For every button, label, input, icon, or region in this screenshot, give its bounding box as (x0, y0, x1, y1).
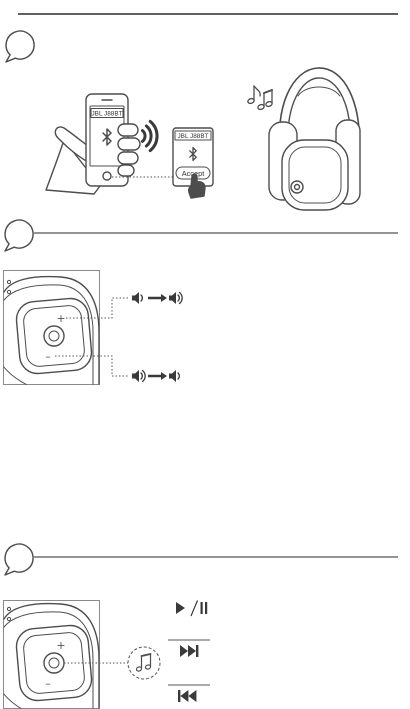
hinge-screw (7, 617, 10, 620)
hinge-screw (7, 280, 10, 283)
step-1-speech-bubble-icon (6, 31, 34, 62)
hand-finger (118, 165, 134, 176)
volume-up-mark: + (56, 312, 65, 325)
hinge-screw (7, 290, 10, 293)
step-2-speech-bubble-icon (5, 220, 33, 251)
phone-screen-label: JBL J88BT (91, 111, 122, 118)
headband-cushion (298, 87, 340, 96)
play-pause-icon (176, 601, 207, 617)
popup-device-label: JBL J88BT (177, 133, 208, 140)
hinge-screw (7, 607, 10, 610)
arrow-right-icon (148, 294, 167, 302)
volume-increase-indicator (132, 292, 182, 304)
hand-finger (118, 152, 138, 164)
signal-waves-icon (143, 121, 158, 150)
speaker-high-icon (169, 292, 182, 304)
speaker-low-icon (132, 292, 142, 304)
earcup-button-center (295, 185, 300, 190)
phone-home-button (103, 172, 111, 180)
arrow-right-icon (148, 372, 167, 380)
front-earcup-plate (289, 147, 341, 203)
step-3-speech-bubble-icon (5, 544, 33, 575)
headphones-illustration (269, 68, 360, 210)
hand-finger (118, 124, 138, 136)
hand-finger (118, 138, 140, 150)
volume-decrease-indicator (132, 370, 179, 382)
center-button-core (49, 331, 59, 341)
music-notes-icon (247, 86, 273, 110)
volume-up-mark: + (56, 639, 65, 652)
previous-track-icon (178, 690, 196, 702)
volume-down-mark: – (45, 677, 51, 690)
next-track-icon (180, 645, 198, 657)
volume-down-mark: – (45, 350, 51, 363)
speaker-low-icon (169, 370, 179, 382)
speaker-high-icon (132, 370, 145, 382)
center-button-core (49, 658, 59, 668)
hand-holding-phone-illustration: JBL J88BT (46, 94, 140, 194)
pairing-popup-illustration: JBL J88BT Accept (173, 128, 213, 198)
music-note-circle-icon (128, 647, 160, 679)
